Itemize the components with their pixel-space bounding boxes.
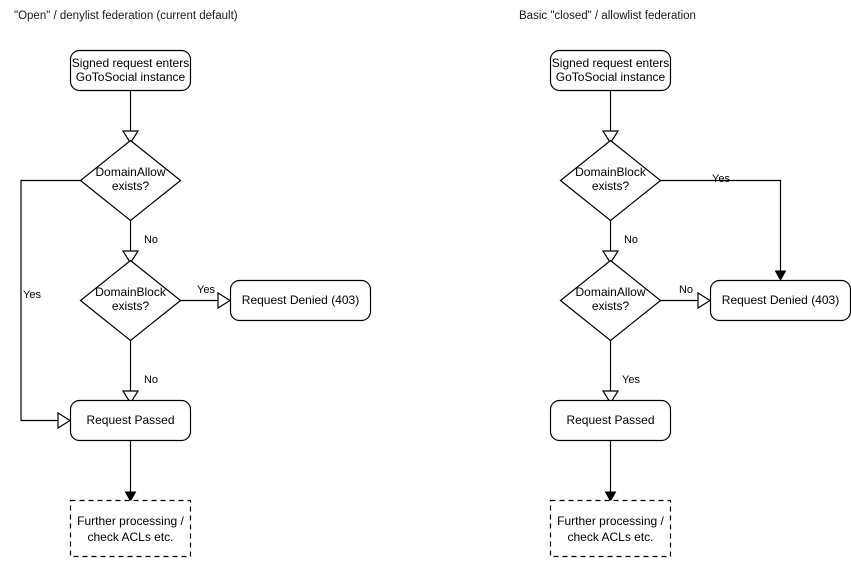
node-decision-domainblock-left[interactable]: DomainBlock exists? bbox=[79, 259, 182, 342]
node-entry-right-line1: Signed request enters bbox=[552, 56, 669, 70]
arrow-solid-down-icon bbox=[124, 491, 137, 503]
node-decision-domainblock-right-line1: DomainBlock bbox=[575, 165, 647, 179]
arrow-open-right-icon bbox=[697, 291, 712, 310]
edge-passed-to-further-left bbox=[124, 440, 137, 503]
edge-domainallow-yes-right: Yes bbox=[601, 340, 640, 405]
arrow-solid-down-icon bbox=[774, 270, 787, 282]
edge-domainallow-no-left: No bbox=[121, 220, 158, 265]
node-decision-domainallow-left[interactable]: DomainAllow exists? bbox=[79, 139, 182, 222]
node-request-denied-right[interactable]: Request Denied (403) bbox=[709, 279, 851, 322]
arrow-open-right-icon bbox=[57, 411, 72, 430]
node-decision-domainblock-right[interactable]: DomainBlock exists? bbox=[559, 139, 662, 222]
edge-domainblock-yes-left: Yes bbox=[180, 284, 232, 310]
node-decision-domainallow-right-line1: DomainAllow bbox=[575, 285, 645, 299]
edge-label-domainblock-yes-left: Yes bbox=[197, 284, 215, 296]
node-request-passed-left[interactable]: Request Passed bbox=[69, 399, 192, 442]
node-decision-domainallow-right[interactable]: DomainAllow exists? bbox=[559, 259, 662, 342]
diagram-open-denylist: "Open" / denylist federation (current de… bbox=[14, 10, 372, 558]
node-decision-domainblock-left-line1: DomainBlock bbox=[95, 285, 167, 299]
node-further-processing-left-line2: check ACLs etc. bbox=[87, 530, 173, 544]
edge-domainallow-no-right: No bbox=[660, 284, 712, 310]
node-decision-domainblock-right-line2: exists? bbox=[592, 179, 630, 193]
arrow-solid-down-icon bbox=[604, 491, 617, 503]
diagram-title-closed-allowlist: Basic "closed" / allowlist federation bbox=[519, 10, 696, 22]
arrow-open-down-icon bbox=[601, 250, 620, 265]
arrow-open-down-icon bbox=[121, 250, 140, 265]
node-further-processing-left-shape bbox=[69, 499, 192, 558]
node-further-processing-right-shape bbox=[549, 499, 672, 558]
node-further-processing-left[interactable]: Further processing / check ACLs etc. bbox=[69, 499, 192, 558]
node-request-denied-left[interactable]: Request Denied (403) bbox=[229, 279, 372, 322]
node-request-denied-right-label: Request Denied (403) bbox=[722, 293, 839, 307]
edge-domainblock-yes-right: Yes bbox=[660, 173, 787, 282]
node-entry-left-line2: GoToSocial instance bbox=[76, 70, 186, 84]
arrow-open-down-icon bbox=[121, 130, 140, 145]
node-entry-right[interactable]: Signed request enters GoToSocial instanc… bbox=[549, 49, 672, 92]
node-request-passed-left-label: Request Passed bbox=[86, 413, 174, 427]
edge-label-domainblock-no-right: No bbox=[624, 234, 638, 246]
node-entry-left-line1: Signed request enters bbox=[72, 56, 189, 70]
edge-entry-to-domainblock-right bbox=[601, 90, 620, 145]
node-further-processing-right-line2: check ACLs etc. bbox=[567, 530, 653, 544]
edge-domainblock-no-right: No bbox=[601, 220, 638, 265]
node-request-passed-right-label: Request Passed bbox=[566, 413, 654, 427]
edge-domainallow-yes-left: Yes bbox=[20, 179, 81, 430]
edge-label-domainallow-no-right: No bbox=[679, 284, 693, 296]
edge-label-domainallow-no-left: No bbox=[144, 234, 158, 246]
diagram-closed-allowlist: Basic "closed" / allowlist federation Si… bbox=[519, 10, 851, 558]
node-further-processing-right[interactable]: Further processing / check ACLs etc. bbox=[549, 499, 672, 558]
node-further-processing-right-line1: Further processing / bbox=[557, 514, 664, 528]
edge-passed-to-further-right bbox=[604, 440, 617, 503]
diagram-title-open-denylist: "Open" / denylist federation (current de… bbox=[14, 10, 238, 22]
edge-domainblock-no-left: No bbox=[121, 340, 158, 405]
node-request-denied-left-label: Request Denied (403) bbox=[242, 293, 359, 307]
node-request-passed-right[interactable]: Request Passed bbox=[549, 399, 672, 442]
arrow-open-right-icon bbox=[217, 291, 232, 310]
edge-label-domainallow-yes-right: Yes bbox=[622, 374, 640, 386]
arrow-open-down-icon bbox=[121, 390, 140, 405]
edge-label-domainblock-yes-right: Yes bbox=[712, 173, 730, 185]
node-request-denied-left-shape bbox=[229, 279, 372, 322]
edge-entry-to-domainallow-left bbox=[121, 90, 140, 145]
arrow-open-down-icon bbox=[601, 130, 620, 145]
node-decision-domainallow-left-line2: exists? bbox=[112, 179, 150, 193]
node-decision-domainallow-left-line1: DomainAllow bbox=[95, 165, 165, 179]
node-entry-left[interactable]: Signed request enters GoToSocial instanc… bbox=[69, 49, 192, 92]
edge-label-domainallow-yes-left: Yes bbox=[23, 289, 41, 301]
arrow-open-down-icon bbox=[601, 390, 620, 405]
node-entry-right-line2: GoToSocial instance bbox=[556, 70, 666, 84]
node-further-processing-left-line1: Further processing / bbox=[77, 514, 184, 528]
edge-label-domainblock-no-left: No bbox=[144, 374, 158, 386]
node-decision-domainallow-right-line2: exists? bbox=[592, 299, 630, 313]
node-decision-domainblock-left-line2: exists? bbox=[112, 299, 150, 313]
